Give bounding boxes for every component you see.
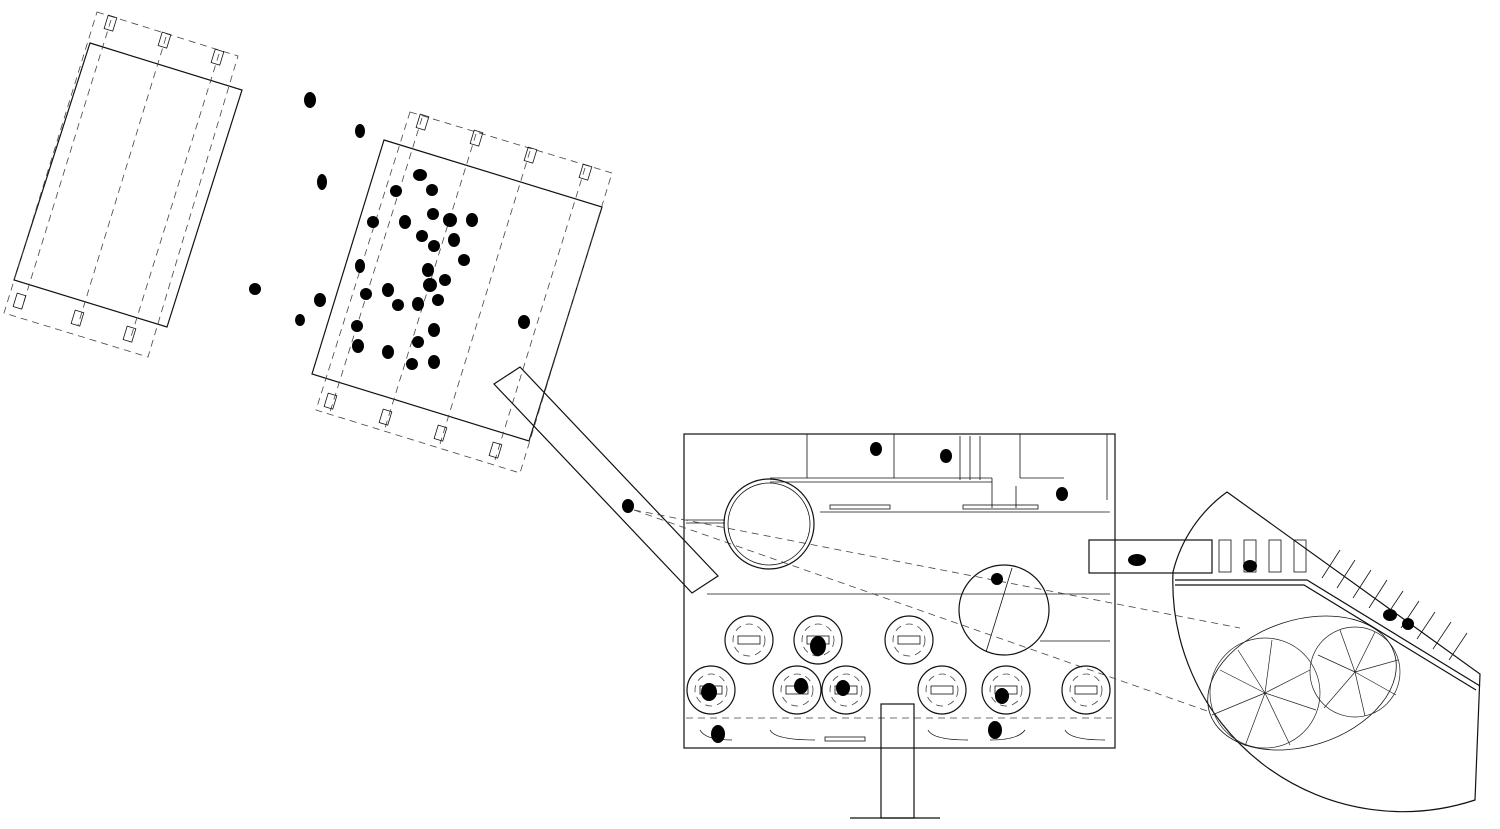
screen-left (3, 11, 243, 358)
crowd-figures (249, 92, 634, 513)
garden-area (1088, 491, 1481, 813)
visitor-figures (701, 442, 1068, 743)
main-building (633, 433, 1241, 749)
dome-seats (686, 615, 1111, 715)
screen-crowded (311, 111, 613, 474)
rotunda-lower (958, 564, 1050, 656)
walkway-ramp (493, 366, 719, 594)
rotunda-upper (723, 478, 815, 570)
entrance-path (850, 703, 940, 819)
benches (699, 729, 1106, 742)
